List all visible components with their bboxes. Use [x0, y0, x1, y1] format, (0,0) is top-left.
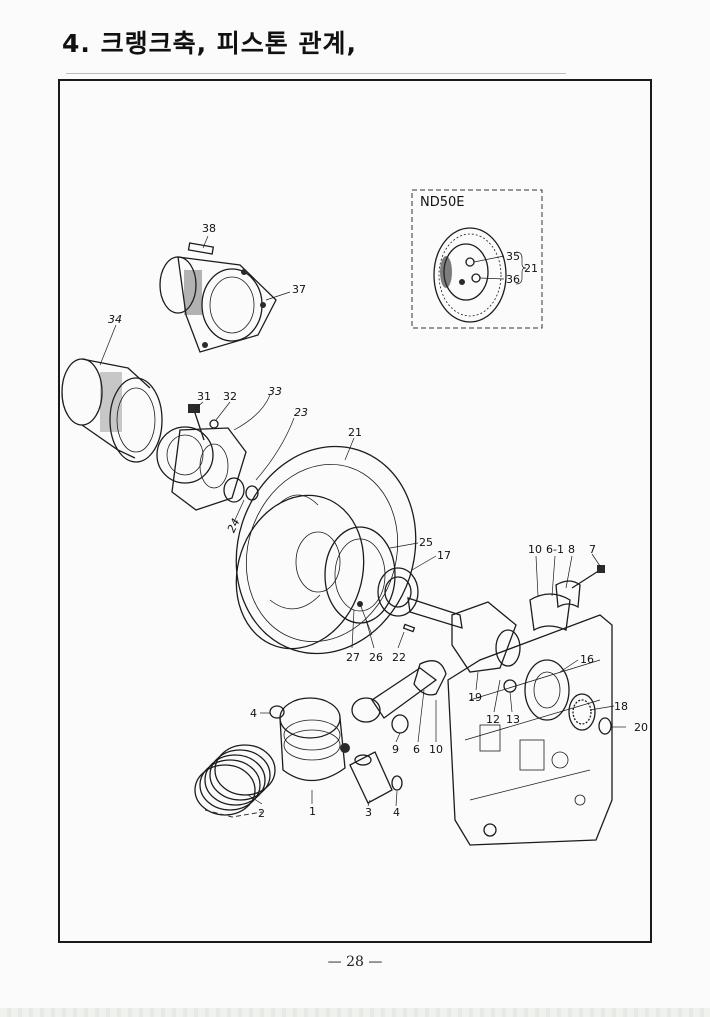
callout-4-left: 4 [250, 707, 257, 720]
title-underline [66, 73, 566, 74]
part-sleeve-34 [61, 358, 163, 463]
callout-20: 20 [634, 721, 648, 734]
callout-37: 37 [292, 283, 306, 296]
drawing-frame [58, 79, 652, 943]
callout-10-bottom: 10 [429, 743, 443, 756]
callout-21: 21 [348, 426, 362, 439]
part-piston-rings [194, 744, 276, 818]
callout-13: 13 [506, 713, 520, 726]
inset-gear-drawing [433, 227, 527, 323]
callout-34: 34 [108, 313, 122, 326]
callout-18: 18 [614, 700, 628, 713]
callout-12: 12 [486, 713, 500, 726]
inset-nd50e: ND50E 35 36 21 [411, 189, 543, 329]
callout-3: 3 [365, 806, 372, 819]
callout-19: 19 [468, 691, 482, 704]
callout-23: 23 [294, 406, 308, 419]
callout-25: 25 [419, 536, 433, 549]
inset-border [411, 189, 543, 329]
callout-7: 7 [589, 543, 596, 556]
callout-17: 17 [437, 549, 451, 562]
callout-4-right: 4 [393, 806, 400, 819]
page-number: — 28 — [327, 954, 383, 970]
inset-label-21: 21 [524, 262, 538, 275]
callout-8: 8 [568, 543, 575, 556]
callout-2: 2 [258, 807, 265, 820]
callout-38: 38 [202, 222, 216, 235]
callout-1: 1 [309, 805, 316, 818]
callout-6-1: 6-1 [546, 543, 564, 556]
callout-10-top: 10 [528, 543, 542, 556]
callout-24: 24 [225, 516, 243, 534]
part-crankshaft [402, 597, 521, 673]
part-piston [279, 697, 350, 782]
inset-label-36: 36 [506, 273, 520, 286]
callout-31: 31 [197, 390, 211, 403]
part-ring-25-bearing-17 [324, 526, 419, 636]
callout-6: 6 [413, 743, 420, 756]
part-housing-37 [159, 242, 277, 353]
page-title: 4. 크랭크축, 피스톤 관계, [62, 29, 357, 58]
inset-label-35: 35 [506, 250, 520, 263]
part-connecting-rod [351, 660, 447, 734]
callout-labels: 38 37 34 31 32 33 23 21 24 25 17 10 6-1 … [108, 222, 648, 820]
inset-title: ND50E [420, 195, 465, 210]
callout-9: 9 [392, 743, 399, 756]
callout-26: 26 [369, 651, 383, 664]
part-bearing-cap [529, 565, 605, 632]
part-pin-and-clips [269, 705, 403, 804]
callout-22: 22 [392, 651, 406, 664]
scan-edge [0, 1008, 710, 1017]
part-cover-33 [156, 404, 259, 511]
callout-33: 33 [268, 385, 282, 398]
callout-16: 16 [580, 653, 594, 666]
part-gears [503, 659, 612, 735]
callout-32: 32 [223, 390, 237, 403]
engine-block [447, 614, 613, 846]
leader-lines [99, 235, 626, 807]
callout-27: 27 [346, 651, 360, 664]
part-flywheel-21 [235, 445, 417, 655]
